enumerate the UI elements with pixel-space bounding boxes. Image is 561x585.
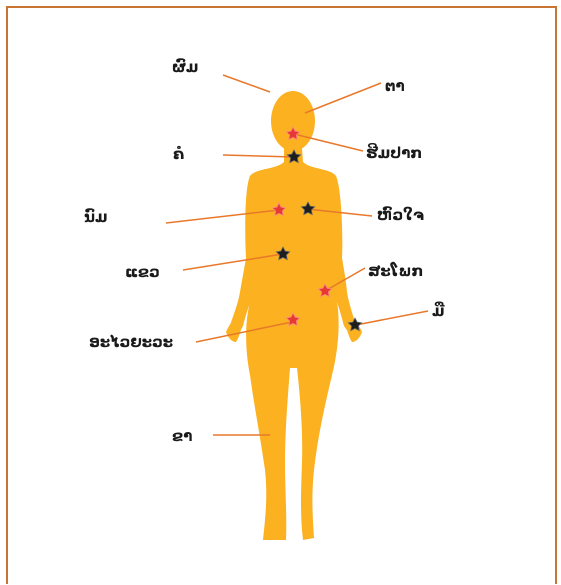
label-eye: ຕາ — [385, 77, 405, 95]
leader-line-hand — [356, 311, 428, 325]
leader-line-eye — [305, 83, 381, 113]
label-hand: ມື — [432, 300, 446, 320]
label-hip: ສະໂພກ — [368, 261, 423, 280]
leader-line-hair — [223, 75, 270, 92]
label-neck: ຄໍ — [173, 145, 184, 163]
label-hair: ຜົມ — [172, 57, 198, 76]
label-arm: ແຂວ — [125, 263, 160, 281]
label-lips: ຮີມປາກ — [366, 142, 422, 162]
leader-line-neck — [223, 155, 294, 157]
head — [271, 91, 315, 151]
torso-and-legs — [228, 148, 358, 540]
label-breast: ນົມ — [84, 207, 108, 226]
label-genitals: ອະໄວຍະວະ — [89, 333, 173, 351]
label-heart: ຫົວໃຈ — [377, 205, 424, 224]
label-leg: ຂາ — [172, 427, 192, 445]
